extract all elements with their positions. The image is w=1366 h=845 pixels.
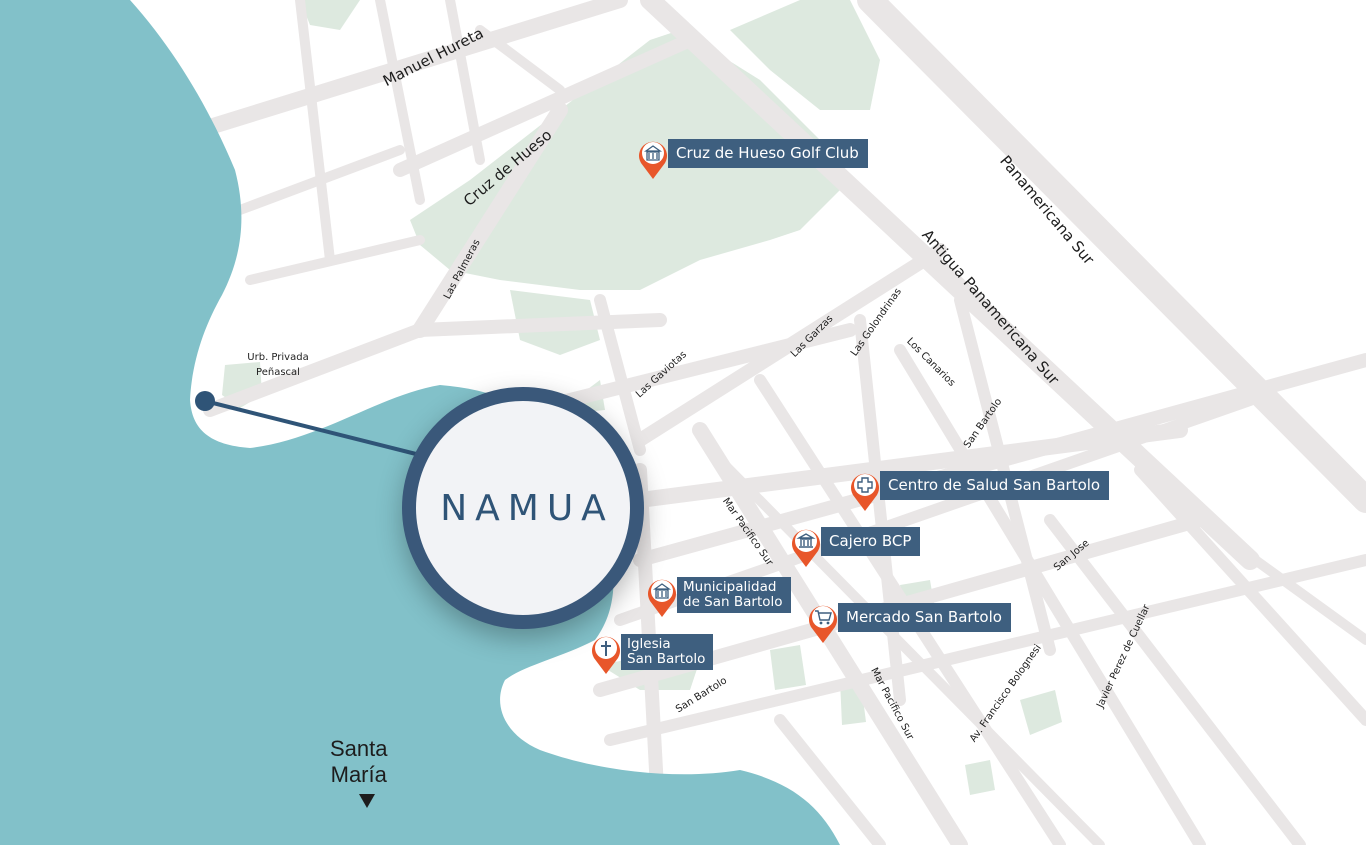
poi-iglesia-label: Iglesia San Bartolo (621, 634, 714, 670)
bank-icon (792, 529, 820, 567)
direction-label-line2: María (330, 762, 387, 787)
sea (0, 0, 840, 845)
medical-cross-icon (851, 473, 879, 511)
namua-marker[interactable]: NAMUA (402, 387, 644, 629)
poi-cajero-bcp[interactable]: Cajero BCP (789, 524, 921, 568)
poi-municipalidad-label: Municipalidad de San Bartolo (677, 577, 791, 613)
location-dot (195, 391, 215, 411)
direction-label-line1: Santa (330, 736, 388, 761)
poi-iglesia-label-line1: Iglesia (627, 636, 671, 652)
poi-mercado-label: Mercado San Bartolo (838, 603, 1011, 632)
poi-iglesia-label-line2: San Bartolo (627, 651, 706, 667)
location-connector (204, 399, 421, 457)
building-icon (648, 579, 676, 617)
arrow-down-icon (359, 794, 375, 808)
location-label-line2: Peñascal (256, 367, 300, 378)
building-icon (639, 141, 667, 179)
direction-label: Santa María (330, 736, 388, 788)
poi-cajero-bcp-label: Cajero BCP (821, 527, 921, 556)
location-label: Urb. Privada Peñascal (238, 350, 318, 380)
namua-logo-text: NAMUA (440, 487, 614, 529)
poi-municipalidad-label-line1: Municipalidad (683, 579, 777, 595)
poi-centro-salud-label: Centro de Salud San Bartolo (880, 471, 1110, 500)
poi-mercado[interactable]: Mercado San Bartolo (806, 600, 1011, 644)
poi-municipalidad[interactable]: Municipalidad de San Bartolo (645, 574, 791, 618)
poi-centro-salud[interactable]: Centro de Salud San Bartolo (848, 468, 1110, 512)
church-cross-icon (592, 636, 620, 674)
poi-golf-club-label: Cruz de Hueso Golf Club (668, 139, 868, 168)
shopping-cart-icon (809, 605, 837, 643)
poi-iglesia[interactable]: Iglesia San Bartolo (589, 631, 714, 675)
location-label-line1: Urb. Privada (247, 352, 309, 363)
poi-golf-club[interactable]: Cruz de Hueso Golf Club (636, 136, 868, 180)
poi-municipalidad-label-line2: de San Bartolo (683, 594, 783, 610)
